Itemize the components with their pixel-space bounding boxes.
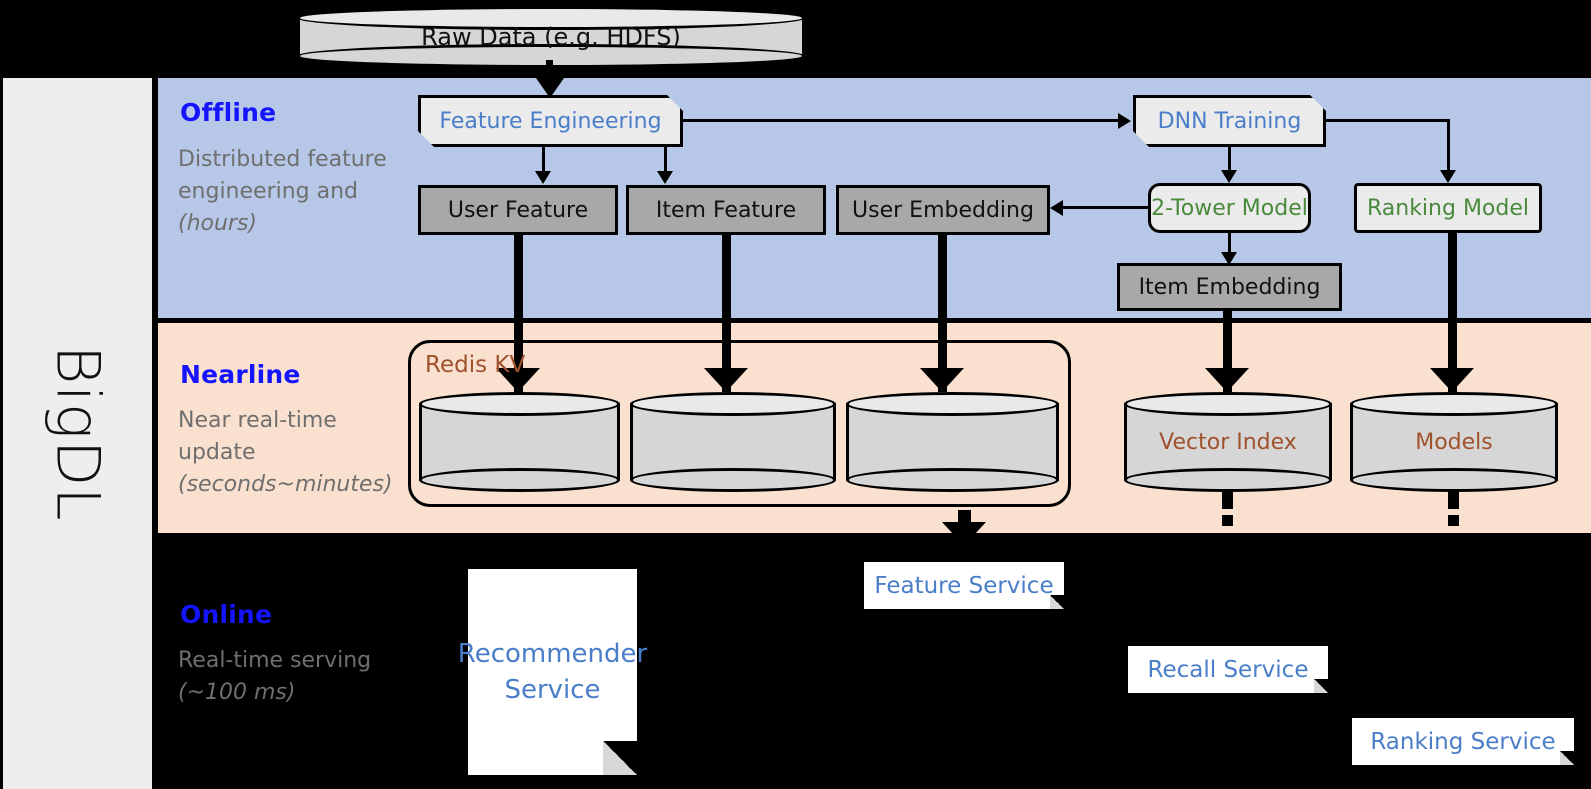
models-label: Models <box>1415 429 1493 455</box>
ranking-service-label: Ranking Service <box>1370 728 1556 755</box>
dnn-training-label: DNN Training <box>1157 108 1302 134</box>
recommender-service-label: Recommender Service <box>457 639 648 705</box>
thick-arrow-userembedding-line <box>938 235 947 392</box>
ranking-service-card[interactable]: Ranking Service <box>1352 718 1574 765</box>
thick-arrow-rankingmodel-line <box>1448 233 1457 392</box>
thick-arrow-itemfeature-line <box>722 235 731 392</box>
vector-index-label: Vector Index <box>1159 429 1297 455</box>
stage-desc-nearline-em: (seconds~minutes) <box>178 472 393 497</box>
stage-desc-offline-em: (hours) <box>178 211 258 236</box>
framework-name: BigDL <box>42 345 113 522</box>
redis-kv-group <box>408 340 1071 507</box>
arrow-twotower-itemembedding-head <box>1221 252 1237 265</box>
page-fold-icon <box>1314 679 1328 693</box>
connector-models-dash1 <box>1448 492 1459 509</box>
cylinder-bottom <box>846 468 1059 492</box>
arrow-dnn-ranking-h <box>1326 119 1450 122</box>
redis-cylinder-2 <box>630 392 836 492</box>
stage-desc-online-text: Real-time serving <box>178 648 372 673</box>
stage-title-offline: Offline <box>180 98 277 127</box>
two-tower-model-box[interactable]: 2-Tower Model <box>1148 183 1311 233</box>
arrow-rawdata-fe-line <box>546 60 553 85</box>
cylinder-top <box>1350 392 1558 416</box>
user-feature-box[interactable]: User Feature <box>418 185 618 235</box>
item-embedding-box[interactable]: Item Embedding <box>1117 263 1342 311</box>
connector-featureservice-head <box>942 522 986 546</box>
item-embedding-label: Item Embedding <box>1138 274 1321 300</box>
feature-service-card[interactable]: Feature Service <box>864 562 1064 609</box>
cylinder-bottom <box>1124 468 1332 492</box>
arrow-twotower-userembedding-line <box>1063 206 1151 209</box>
thick-arrow-userfeature-head <box>496 368 540 392</box>
dnn-training-box[interactable]: DNN Training <box>1133 95 1326 147</box>
arrow-fe-itemfeature-line <box>664 147 667 173</box>
ranking-model-box[interactable]: Ranking Model <box>1354 183 1542 233</box>
arrow-fe-userfeature-line <box>542 147 545 173</box>
stage-title-online: Online <box>180 600 273 629</box>
recall-service-label: Recall Service <box>1147 656 1309 683</box>
vector-index-cylinder[interactable]: Vector Index <box>1124 392 1332 492</box>
cylinder-top <box>297 6 805 30</box>
thick-arrow-itemembedding-head <box>1205 368 1249 392</box>
redis-cylinder-3 <box>846 392 1059 492</box>
user-embedding-box[interactable]: User Embedding <box>836 185 1050 235</box>
thick-arrow-itemembedding-line <box>1223 311 1232 392</box>
arrow-rawdata-fe-head <box>536 78 564 98</box>
thick-arrow-userembedding-head <box>920 368 964 392</box>
cylinder-bottom <box>1350 468 1558 492</box>
stage-title-nearline: Nearline <box>180 360 301 389</box>
thick-arrow-userfeature-line <box>514 235 523 392</box>
thick-arrow-itemfeature-head <box>704 368 748 392</box>
connector-vectorindex-dash1 <box>1222 492 1233 509</box>
two-tower-model-label: 2-Tower Model <box>1151 195 1308 221</box>
raw-data-label: Raw Data (e.g. HDFS) <box>421 23 681 51</box>
cylinder-top <box>630 392 836 416</box>
user-feature-label: User Feature <box>447 197 589 223</box>
page-fold-icon <box>603 741 637 775</box>
recommender-service-card[interactable]: Recommender Service <box>458 569 647 775</box>
thick-arrow-rankingmodel-head <box>1430 368 1474 392</box>
models-cylinder[interactable]: Models <box>1350 392 1558 492</box>
stage-desc-online: Real-time serving (~100 ms) <box>178 645 398 709</box>
stage-desc-online-em: (~100 ms) <box>178 680 296 705</box>
cylinder-bottom <box>419 468 620 492</box>
feature-service-label: Feature Service <box>874 572 1054 599</box>
arrow-twotower-itemembedding-line <box>1228 233 1231 257</box>
page-fold-icon <box>1560 751 1574 765</box>
user-embedding-label: User Embedding <box>852 197 1034 223</box>
framework-sidebar: BigDL <box>3 78 152 789</box>
stage-desc-nearline: Near real-time update (seconds~minutes) <box>178 405 398 501</box>
cylinder-bottom <box>630 468 836 492</box>
redis-kv-label: Redis KV <box>425 352 526 378</box>
arrow-dnn-ranking-v <box>1447 119 1450 173</box>
arrow-fe-userfeature-head <box>535 171 551 184</box>
arrow-dnn-ranking-head <box>1440 170 1456 183</box>
raw-data-cylinder: Raw Data (e.g. HDFS) <box>297 6 805 68</box>
redis-cylinder-1 <box>419 392 620 492</box>
item-feature-box[interactable]: Item Feature <box>626 185 826 235</box>
cylinder-top <box>419 392 620 416</box>
arrow-fe-itemfeature-head <box>657 171 673 184</box>
feature-engineering-label: Feature Engineering <box>439 108 662 134</box>
ranking-model-label: Ranking Model <box>1366 195 1530 221</box>
item-feature-label: Item Feature <box>655 197 797 223</box>
arrow-twotower-userembedding-head <box>1050 200 1063 216</box>
stage-desc-offline-text: Distributed feature engineering and <box>178 147 387 204</box>
cylinder-top <box>846 392 1059 416</box>
arrow-dnn-twotower-head <box>1221 170 1237 183</box>
arrow-fe-dnn-head <box>1118 113 1131 129</box>
page-fold-icon <box>1050 595 1064 609</box>
connector-featureservice-dash <box>958 510 971 523</box>
feature-engineering-box[interactable]: Feature Engineering <box>418 95 683 147</box>
cylinder-top <box>1124 392 1332 416</box>
stage-desc-offline: Distributed feature engineering and (hou… <box>178 144 398 240</box>
recall-service-card[interactable]: Recall Service <box>1128 646 1328 693</box>
connector-models-dash2 <box>1448 515 1459 526</box>
arrow-fe-dnn-line <box>683 119 1120 122</box>
arrow-dnn-twotower-line <box>1228 147 1231 172</box>
connector-vectorindex-dash2 <box>1222 515 1233 526</box>
stage-desc-nearline-text: Near real-time update <box>178 408 337 465</box>
framework-label: BigDL <box>3 78 152 789</box>
